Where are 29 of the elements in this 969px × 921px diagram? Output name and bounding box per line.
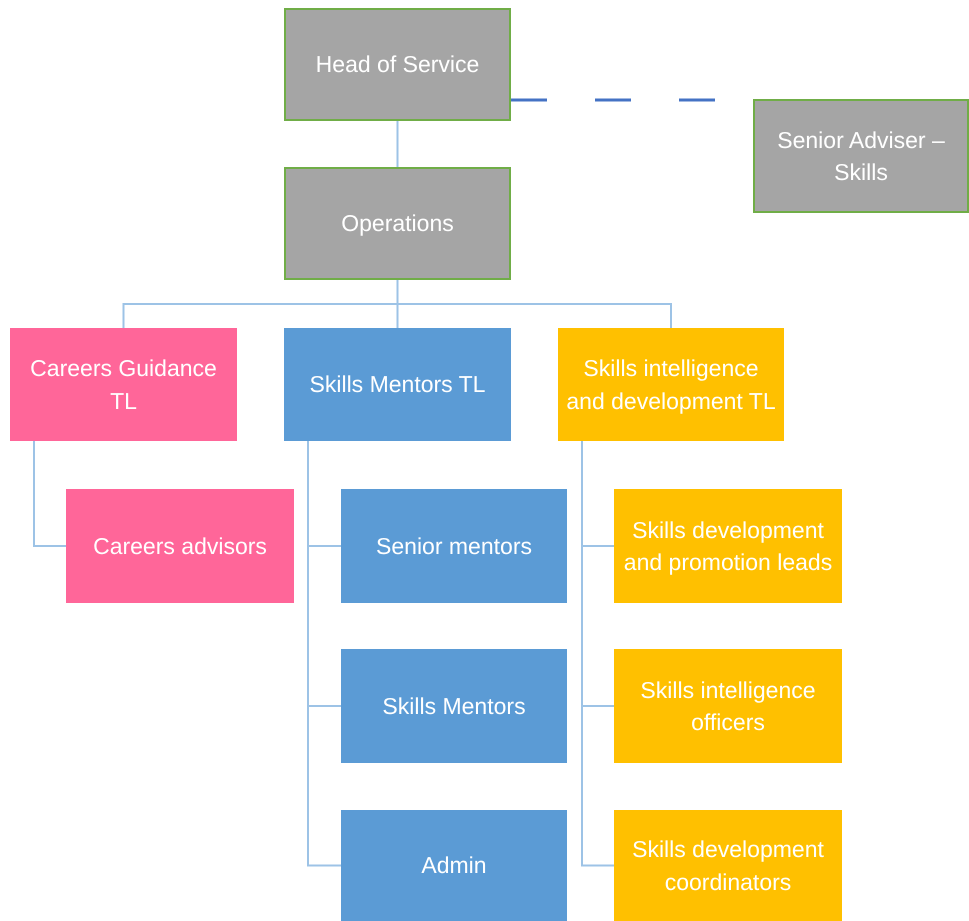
org-box: [284, 328, 511, 441]
org-box: [284, 8, 511, 121]
box-label: Skills development and promotion leads: [622, 516, 834, 577]
org-box: [341, 489, 567, 603]
box-label: Senior mentors: [376, 532, 532, 561]
box-label: Operations: [341, 209, 454, 238]
org-box: [10, 328, 237, 441]
box-label: Skills intelligence officers: [639, 676, 817, 737]
connector-line: [33, 441, 66, 547]
org-box: [341, 810, 567, 921]
box-label: Skills intelligence and development TL: [566, 354, 776, 416]
box-label: Senior Adviser – Skills: [776, 126, 946, 187]
org-box: [614, 810, 842, 921]
org-box: [614, 489, 842, 603]
box-label: Skills development coordinators: [631, 835, 825, 896]
box-label: Careers Guidance TL: [29, 354, 218, 416]
connector-line: [396, 280, 672, 328]
org-box: [341, 649, 567, 763]
org-box: [614, 649, 842, 763]
org-box: [284, 167, 511, 280]
connector-line: [396, 121, 398, 167]
box-label: Skills Mentors: [382, 692, 526, 721]
box-label: Skills Mentors TL: [310, 370, 486, 400]
box-label: Admin: [421, 851, 487, 880]
org-box: [753, 99, 969, 213]
org-box: [66, 489, 294, 603]
box-label: Careers advisors: [93, 532, 267, 561]
box-label: Head of Service: [316, 50, 480, 80]
org-box: [558, 328, 784, 441]
